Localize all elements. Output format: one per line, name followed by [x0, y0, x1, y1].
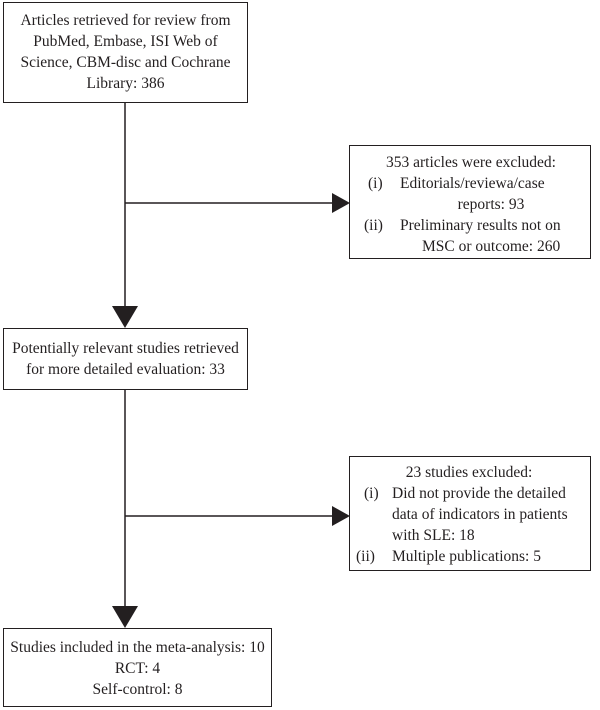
item-line: reports: 93: [457, 196, 525, 213]
box-articles-retrieved: Articles retrieved for review from PubMe…: [3, 2, 248, 103]
arrowhead-down-2: [112, 606, 138, 628]
box-excluded-second: 23 studies excluded: (i) Did not provide…: [349, 456, 591, 571]
item-text: Preliminary results not on MSC or outcom…: [395, 215, 582, 257]
item-line: Did not provide the detailed: [392, 485, 566, 502]
arrowhead-right-2: [332, 506, 350, 526]
arrowhead-right-1: [332, 193, 350, 213]
box-line: Studies included in the meta-analysis: 1…: [10, 639, 265, 656]
box-title: 353 articles were excluded:: [386, 154, 556, 171]
box-excluded-first: 353 articles were excluded: (i) Editoria…: [349, 145, 591, 259]
box-line: PubMed, Embase, ISI Web of: [33, 33, 218, 50]
exclusion-item: (ii) Multiple publications: 5: [356, 546, 582, 567]
exclusion-item: (i) Editorials/reviewa/case reports: 93: [360, 173, 582, 215]
item-text: Multiple publications: 5: [392, 546, 582, 567]
box-title: 23 studies excluded:: [405, 464, 533, 481]
item-line: MSC or outcome: 260: [422, 238, 561, 255]
box-line: Articles retrieved for review from: [20, 12, 231, 29]
item-number: (ii): [364, 217, 383, 234]
box-line: Self-control: 8: [92, 681, 183, 698]
box-studies-included: Studies included in the meta-analysis: 1…: [3, 628, 272, 707]
item-line: Multiple publications: 5: [392, 548, 541, 565]
item-text: Did not provide the detailed data of ind…: [392, 483, 582, 546]
box-line: Science, CBM-disc and Cochrane: [20, 54, 231, 71]
box-line: Library: 386: [86, 75, 165, 92]
item-number: (i): [364, 485, 379, 502]
box-line: RCT: 4: [114, 660, 161, 677]
item-line: with SLE: 18: [392, 527, 475, 544]
item-line: Preliminary results not on: [400, 217, 561, 234]
item-text: Editorials/reviewa/case reports: 93: [395, 173, 582, 215]
exclusion-item: (i) Did not provide the detailed data of…: [356, 483, 582, 546]
exclusion-item: (ii) Preliminary results not on MSC or o…: [360, 215, 582, 257]
item-line: data of indicators in patients: [392, 506, 568, 523]
item-line: Editorials/reviewa/case: [400, 175, 545, 192]
item-number: (ii): [356, 548, 375, 565]
box-line: for more detailed evaluation: 33: [26, 361, 225, 378]
box-potentially-relevant: Potentially relevant studies retrieved f…: [3, 328, 248, 390]
box-line: Potentially relevant studies retrieved: [12, 340, 239, 357]
item-number: (i): [368, 175, 383, 192]
arrowhead-down-1: [112, 306, 138, 328]
